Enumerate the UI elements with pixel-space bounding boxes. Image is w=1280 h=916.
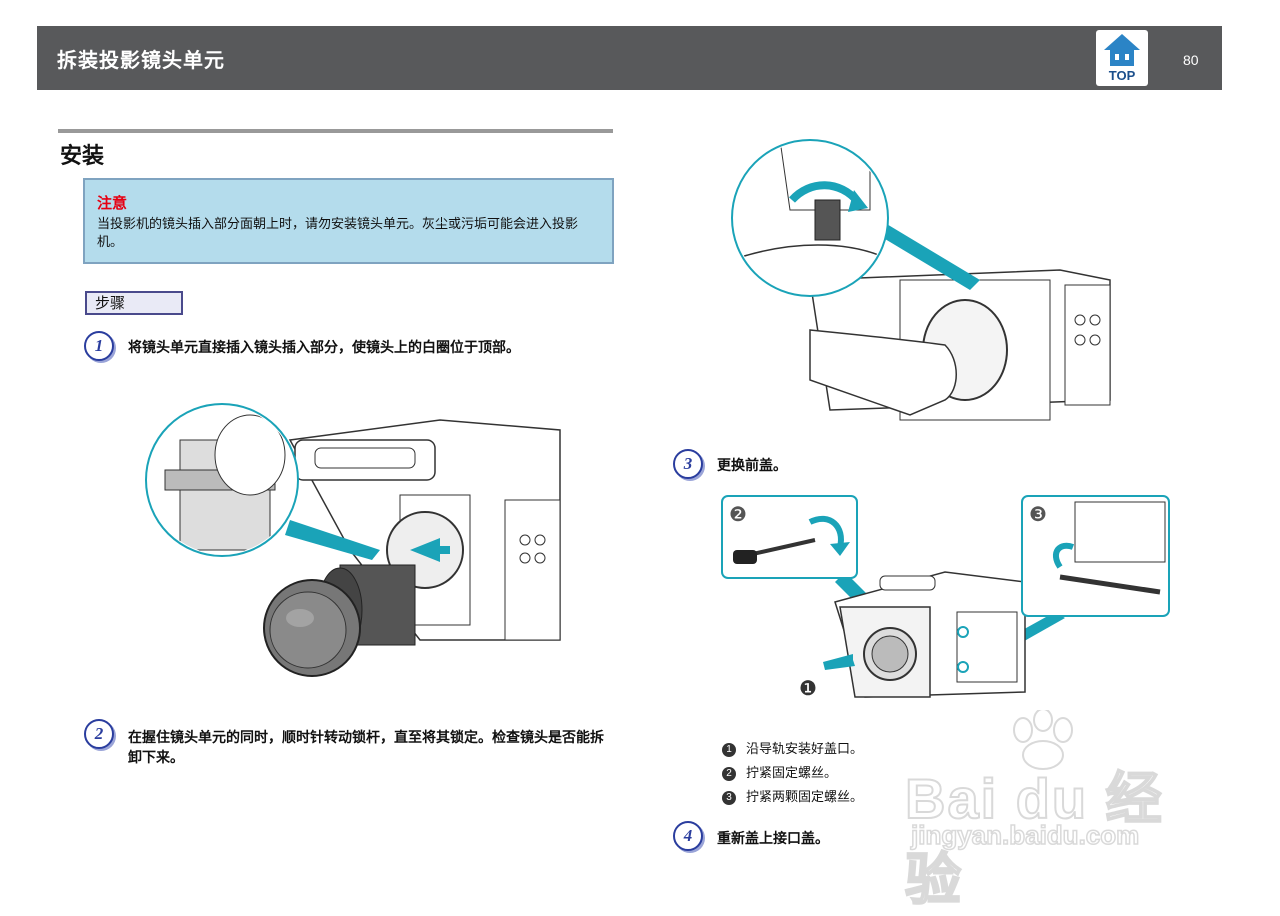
- callout-1: ❶: [799, 676, 817, 700]
- home-icon: [1104, 34, 1140, 66]
- sub-item-1-marker: 1: [722, 743, 736, 757]
- sub-item-2-text: 拧紧固定螺丝。: [746, 766, 838, 781]
- sub-item-3-marker: 3: [722, 791, 736, 805]
- step-3-badge: 3: [673, 449, 703, 479]
- lens-insert-illustration: [145, 403, 561, 677]
- steps-label: 步骤: [85, 291, 183, 315]
- step-2-badge: 2: [84, 719, 114, 749]
- section-divider: [58, 129, 613, 133]
- step-1-text: 将镜头单元直接插入镜头插入部分，使镜头上的白圈位于顶部。: [128, 340, 520, 356]
- watermark: Bai du 经验 jingyan.baidu.com: [904, 710, 1215, 912]
- step-1-badge: 1: [84, 331, 114, 361]
- page-header: 拆装投影镜头单元 TOP 80: [37, 26, 1222, 90]
- section-title: 安装: [60, 144, 105, 169]
- caution-box: 注意 当投影机的镜头插入部分面朝上时，请勿安装镜头单元。灰尘或污垢可能会进入投影…: [83, 178, 614, 264]
- callout-2: ❷: [729, 502, 747, 526]
- callout-3: ❸: [1029, 502, 1047, 526]
- step-4-text: 重新盖上接口盖。: [717, 831, 829, 847]
- top-button[interactable]: TOP: [1096, 30, 1148, 86]
- front-cover-illustration: [721, 495, 1170, 698]
- top-label: TOP: [1108, 68, 1136, 83]
- paw-icon: [1013, 710, 1073, 770]
- lock-lever-illustration: [731, 139, 1111, 421]
- sub-item-1: 1 沿导轨安装好盖口。: [722, 738, 863, 757]
- sub-item-1-text: 沿导轨安装好盖口。: [746, 742, 864, 757]
- caution-text: 当投影机的镜头插入部分面朝上时，请勿安装镜头单元。灰尘或污垢可能会进入投影机。: [97, 217, 579, 250]
- step-3-text: 更换前盖。: [717, 458, 787, 474]
- sub-item-2: 2 拧紧固定螺丝。: [722, 762, 837, 781]
- step-2-text: 在握住镜头单元的同时，顺时针转动锁杆，直至将其锁定。检查镜头是否能拆卸下来。: [128, 730, 604, 766]
- sub-item-3: 3 拧紧两颗固定螺丝。: [722, 786, 863, 805]
- page-title: 拆装投影镜头单元: [57, 48, 225, 72]
- sub-item-3-text: 拧紧两颗固定螺丝。: [746, 790, 864, 805]
- sub-item-2-marker: 2: [722, 767, 736, 781]
- step-4-badge: 4: [673, 821, 703, 851]
- caution-title: 注意: [97, 194, 128, 212]
- watermark-main: Bai du 经验: [904, 766, 1164, 912]
- watermark-sub: jingyan.baidu.com: [910, 819, 1140, 851]
- page-number: 80: [1183, 52, 1199, 68]
